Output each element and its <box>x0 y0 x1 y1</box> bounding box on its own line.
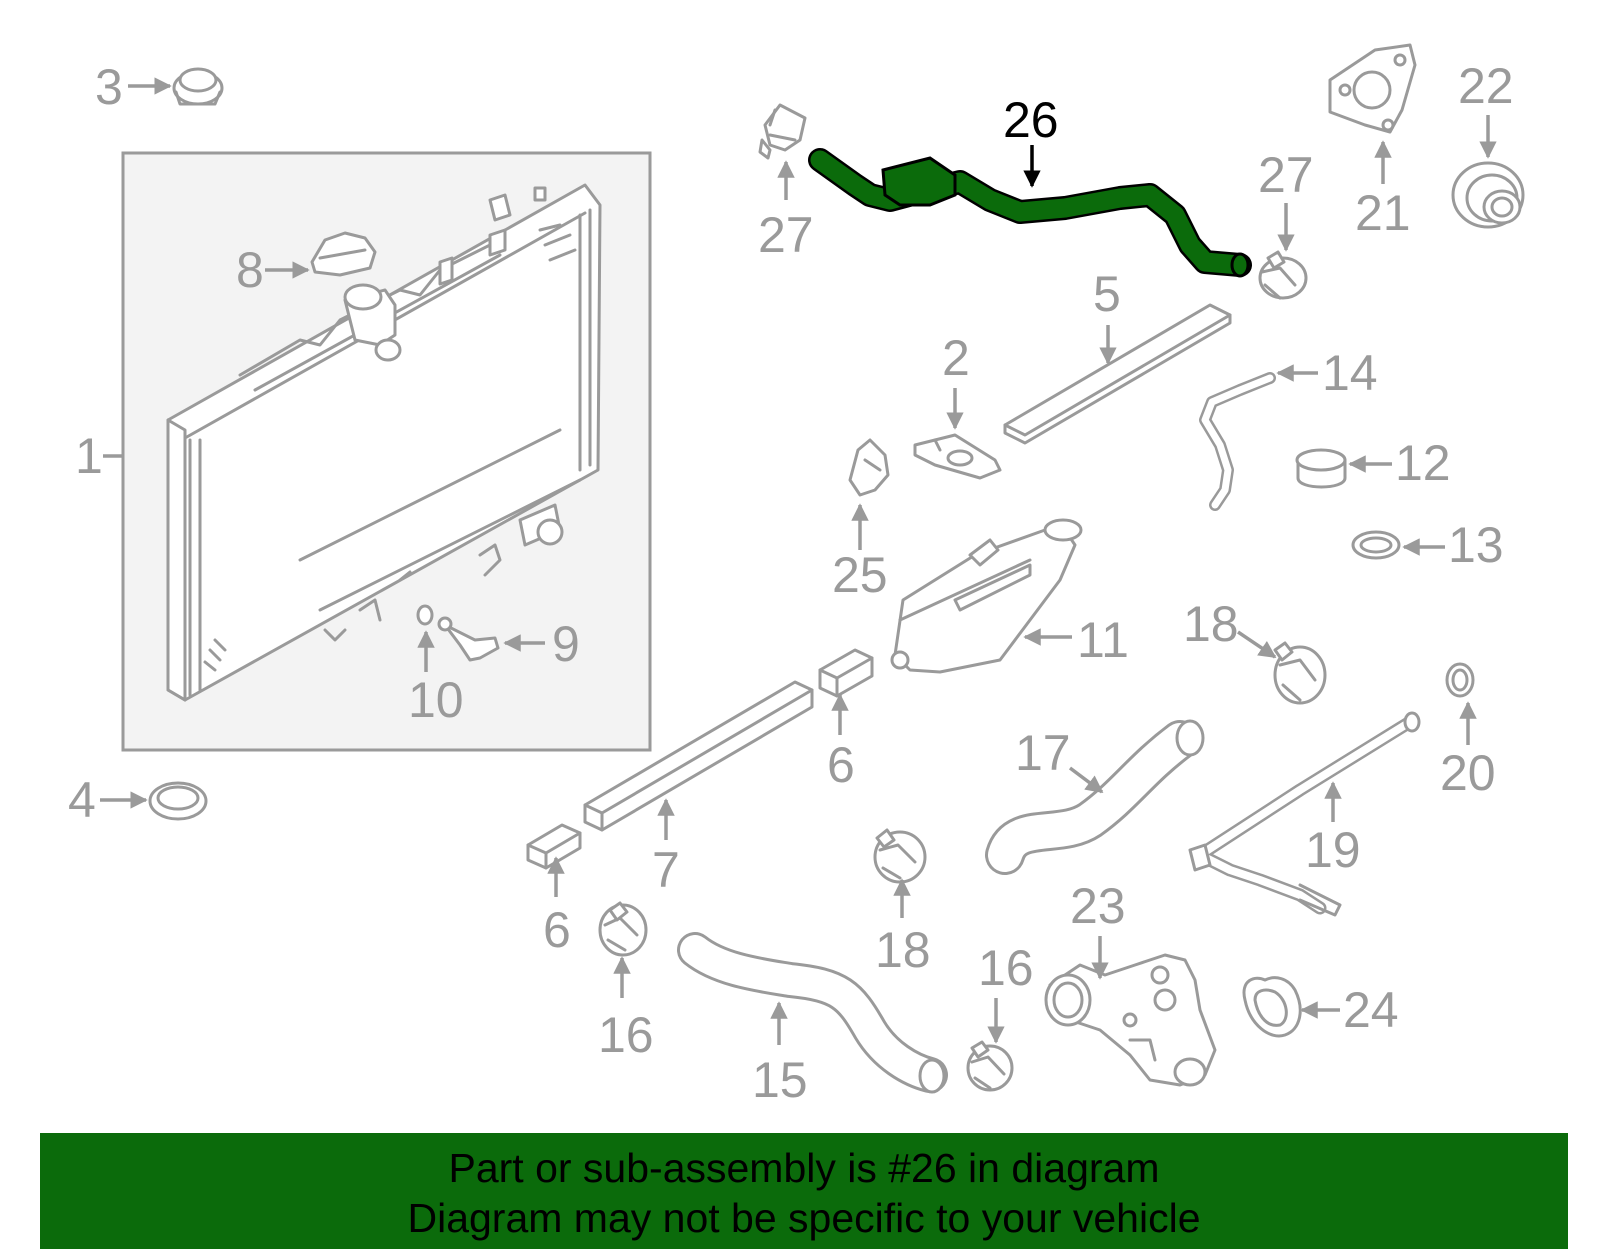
part-3-cap[interactable] <box>172 67 224 106</box>
part-7-seal-strip[interactable] <box>583 680 814 832</box>
label-27-left: 27 <box>758 207 814 263</box>
banner-line-2: Diagram may not be specific to your vehi… <box>407 1195 1201 1241</box>
part-10-o-ring[interactable] <box>416 604 434 626</box>
part-18-clamp-lower[interactable] <box>873 828 927 884</box>
label-12: 12 <box>1395 435 1451 491</box>
label-6-lower: 6 <box>543 902 571 958</box>
label-26: 26 <box>1003 92 1059 148</box>
part-22-thermostat[interactable] <box>1451 161 1525 229</box>
part-5-seal-strip[interactable] <box>1003 303 1232 445</box>
label-25: 25 <box>832 547 888 603</box>
part-4-grommet[interactable] <box>148 781 208 821</box>
part-16-clamp-middle[interactable] <box>966 1040 1014 1092</box>
part-18-clamp-upper[interactable] <box>1273 641 1327 705</box>
label-5: 5 <box>1093 266 1121 322</box>
part-2-bracket[interactable] <box>913 433 1002 480</box>
part-21-gasket[interactable] <box>1328 43 1417 134</box>
label-1: 1 <box>75 428 103 484</box>
part-14-overflow-hose[interactable] <box>1199 372 1276 511</box>
label-14: 14 <box>1322 345 1378 401</box>
part-26-radiator-hose[interactable] <box>808 148 1252 278</box>
label-19: 19 <box>1305 822 1361 878</box>
label-9: 9 <box>552 616 580 672</box>
part-15-radiator-hose[interactable] <box>677 932 948 1094</box>
part-19-water-pipe[interactable] <box>1188 711 1421 917</box>
part-11-reservoir-tank[interactable] <box>890 518 1083 674</box>
label-17: 17 <box>1015 725 1071 781</box>
part-8-radiator-cap[interactable] <box>310 231 377 277</box>
radiator-part[interactable] <box>166 183 602 702</box>
label-18-lower: 18 <box>875 922 931 978</box>
part-13-ring[interactable] <box>1351 530 1401 560</box>
label-21: 21 <box>1355 185 1411 241</box>
part-23-thermostat-housing[interactable] <box>1044 953 1217 1087</box>
label-27-right: 27 <box>1258 147 1314 203</box>
label-13: 13 <box>1448 517 1504 573</box>
label-3: 3 <box>95 59 123 115</box>
part-17-lower-hose[interactable] <box>985 719 1205 875</box>
label-10: 10 <box>408 672 464 728</box>
part-6-seal-lower[interactable] <box>526 823 582 870</box>
label-22: 22 <box>1458 58 1514 114</box>
part-27-clamp-left[interactable] <box>758 103 807 160</box>
banner-line-1: Part or sub-assembly is #26 in diagram <box>448 1145 1160 1191</box>
label-6-upper: 6 <box>827 737 855 793</box>
label-16-middle: 16 <box>978 940 1034 996</box>
part-20-o-ring[interactable] <box>1445 662 1475 698</box>
label-11: 11 <box>1077 612 1129 668</box>
part-12-reservoir-cap[interactable] <box>1295 448 1347 489</box>
label-24: 24 <box>1343 982 1399 1038</box>
part-6-seal-upper[interactable] <box>818 648 874 698</box>
part-16-clamp-left[interactable] <box>598 901 648 957</box>
label-18-upper: 18 <box>1183 596 1239 652</box>
part-25-clip[interactable] <box>848 438 890 497</box>
label-2: 2 <box>942 330 970 386</box>
label-15: 15 <box>752 1052 808 1108</box>
label-7: 7 <box>652 842 680 898</box>
part-9-sensor[interactable] <box>437 616 500 662</box>
label-16-left: 16 <box>598 1007 654 1063</box>
label-8: 8 <box>236 242 264 298</box>
part-24-gasket[interactable] <box>1242 976 1302 1038</box>
part-27-clamp-right[interactable] <box>1258 250 1308 300</box>
label-23: 23 <box>1070 878 1126 934</box>
label-20: 20 <box>1440 745 1496 801</box>
label-4: 4 <box>68 772 96 828</box>
info-banner: Part or sub-assembly is #26 in diagram D… <box>40 1133 1568 1249</box>
